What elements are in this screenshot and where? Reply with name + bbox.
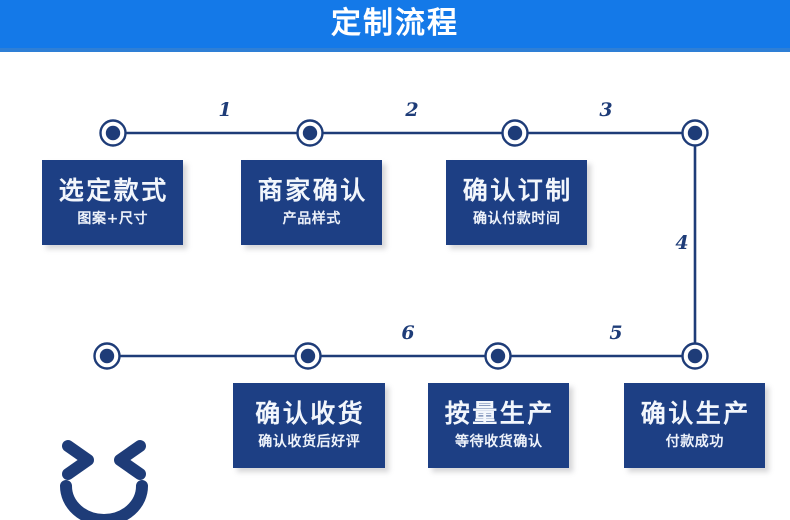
step-box-merchant-confirm[interactable]: 商家确认 产品样式: [241, 160, 382, 245]
step-title: 确认收货: [255, 398, 366, 428]
step-subtitle: 产品样式: [282, 210, 341, 227]
step-title: 确认生产: [640, 398, 751, 428]
flow-node-4[interactable]: [681, 119, 709, 147]
flow-node-2[interactable]: [296, 119, 324, 147]
step-box-confirm-order[interactable]: 确认订制 确认付款时间: [446, 160, 587, 245]
step-number-2: 2: [405, 99, 419, 121]
step-title: 确认订制: [462, 175, 573, 205]
step-subtitle: 等待收货确认: [454, 433, 543, 450]
flow-nodes: [93, 119, 709, 370]
step-box-confirm-production[interactable]: 确认生产 付款成功: [624, 383, 765, 468]
flow-node-5[interactable]: [681, 342, 709, 370]
header-underline: [0, 48, 790, 52]
step-subtitle: 付款成功: [665, 433, 724, 450]
page-title: 定制流程: [331, 6, 459, 41]
step-number-6: 6: [401, 322, 415, 344]
step-number-3: 3: [599, 99, 613, 121]
flow-node-7[interactable]: [294, 342, 322, 370]
smiley-right-eye-icon: [114, 440, 146, 480]
step-number-1: 1: [218, 99, 232, 121]
smiley-left-eye-icon: [62, 440, 94, 480]
smiley-face-icon: [60, 440, 148, 520]
page-header: 定制流程: [0, 0, 790, 48]
flow-node-8[interactable]: [93, 342, 121, 370]
connector-lines: [107, 131, 697, 358]
step-number-4: 4: [675, 232, 689, 254]
step-box-select-style[interactable]: 选定款式 图案+尺寸: [42, 160, 183, 245]
step-box-confirm-receipt[interactable]: 确认收货 确认收货后好评: [233, 383, 385, 468]
step-subtitle: 确认收货后好评: [258, 433, 361, 450]
flow-node-1[interactable]: [99, 119, 127, 147]
step-subtitle: 图案+尺寸: [77, 210, 149, 227]
flow-diagram: 1 2 3 4 5 6 选定款式 图案+尺寸 商家确认 产品样式 确认订制 确认…: [0, 52, 790, 520]
step-title: 选定款式: [58, 175, 169, 205]
flow-node-3[interactable]: [501, 119, 529, 147]
step-title: 商家确认: [257, 175, 368, 205]
step-subtitle: 确认付款时间: [472, 210, 561, 227]
smiley-mouth-icon: [60, 480, 148, 520]
flow-connectors-and-nodes: [93, 119, 709, 370]
flow-node-6[interactable]: [484, 342, 512, 370]
step-box-produce-by-quantity[interactable]: 按量生产 等待收货确认: [428, 383, 569, 468]
step-number-5: 5: [609, 322, 623, 344]
step-title: 按量生产: [444, 398, 555, 428]
